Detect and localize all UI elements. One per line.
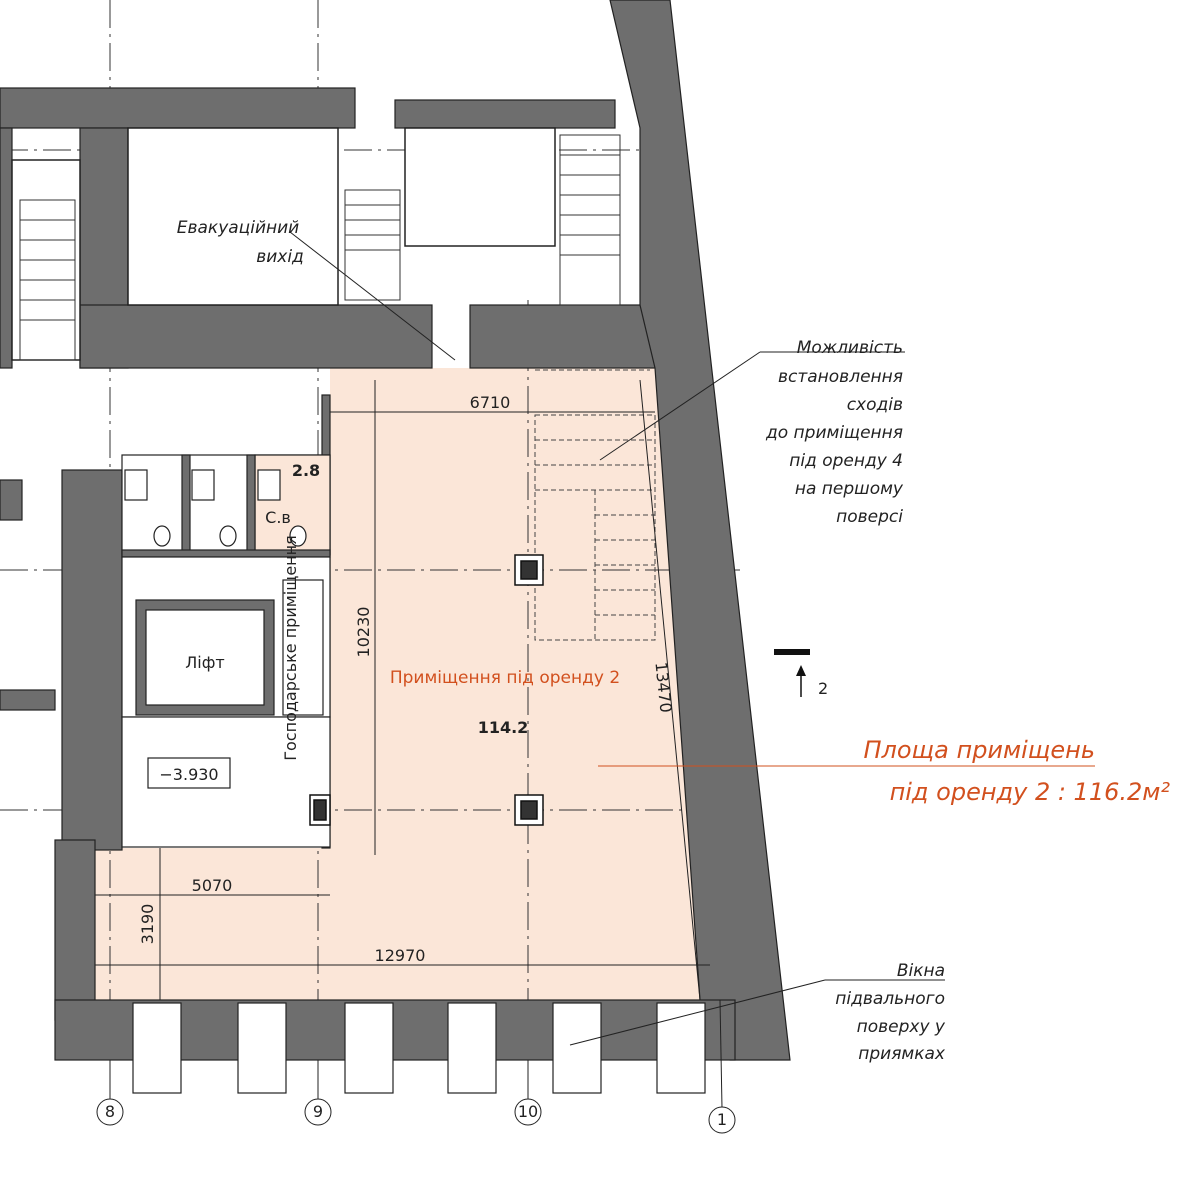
- dim-5070: 5070: [192, 876, 233, 895]
- lift-core: [121, 556, 331, 848]
- rental-area-label: 114.2: [478, 718, 529, 737]
- svg-text:під оренду 4: під оренду 4: [789, 451, 903, 471]
- wc-area-label: 2.8: [292, 461, 320, 480]
- basement-windows: [132, 1002, 706, 1094]
- svg-text:на першому: на першому: [795, 479, 904, 499]
- basement-windows-note: Вікна підвального поверху у приямках: [835, 961, 946, 1064]
- columns: [309, 554, 544, 826]
- proposed-stairs: [534, 369, 656, 641]
- rental-room-label: Приміщення під оренду 2: [390, 668, 620, 688]
- dim-12970: 12970: [375, 946, 426, 965]
- dim-6710: 6710: [470, 393, 511, 412]
- total-area-line2: під оренду 2 : 116.2м²: [890, 778, 1171, 806]
- wc-name-label: С.в: [265, 508, 291, 527]
- axis-10-label: 10: [518, 1102, 538, 1121]
- axis-1-marker: [708, 1106, 736, 1134]
- rental-room-fill: [95, 368, 700, 1000]
- level-mark: −3.930: [159, 765, 218, 784]
- svg-text:поверху у: поверху у: [857, 1017, 946, 1037]
- dimension-lines: [95, 231, 1095, 1046]
- axis-1-label: 1: [717, 1110, 727, 1129]
- svg-text:Вікна: Вікна: [897, 961, 945, 981]
- evacuation-exit-line2: вихід: [256, 247, 304, 267]
- total-area-line1: Площа приміщень: [863, 736, 1095, 764]
- dim-3190: 3190: [138, 904, 157, 945]
- section-marker-number: 2: [818, 679, 828, 698]
- axis-9-marker: [304, 1098, 332, 1126]
- axis-8-label: 8: [105, 1102, 115, 1121]
- lift-label: Ліфт: [185, 653, 224, 672]
- wc-block: [121, 454, 331, 558]
- stairs-possibility-note: Можливість встановлення сходів до приміщ…: [765, 338, 904, 527]
- upper-stairs: [19, 134, 621, 361]
- evacuation-exit-line1: Евакуаційний: [177, 218, 299, 238]
- axis-10-marker: [514, 1098, 542, 1126]
- svg-text:встановлення: встановлення: [778, 367, 903, 387]
- svg-text:поверсі: поверсі: [836, 507, 903, 527]
- axis-9-label: 9: [313, 1102, 323, 1121]
- dim-10230: 10230: [354, 607, 373, 658]
- section-marker: [774, 649, 810, 697]
- svg-text:приямках: приямках: [858, 1044, 946, 1064]
- axis-8-marker: [96, 1098, 124, 1126]
- axis-markers: [96, 999, 736, 1134]
- svg-text:сходів: сходів: [847, 395, 903, 415]
- svg-text:підвального: підвального: [835, 989, 945, 1009]
- utility-room-label: Господарське приміщення: [281, 535, 300, 760]
- svg-text:до приміщення: до приміщення: [765, 423, 903, 443]
- svg-text:Можливість: Можливість: [797, 338, 903, 358]
